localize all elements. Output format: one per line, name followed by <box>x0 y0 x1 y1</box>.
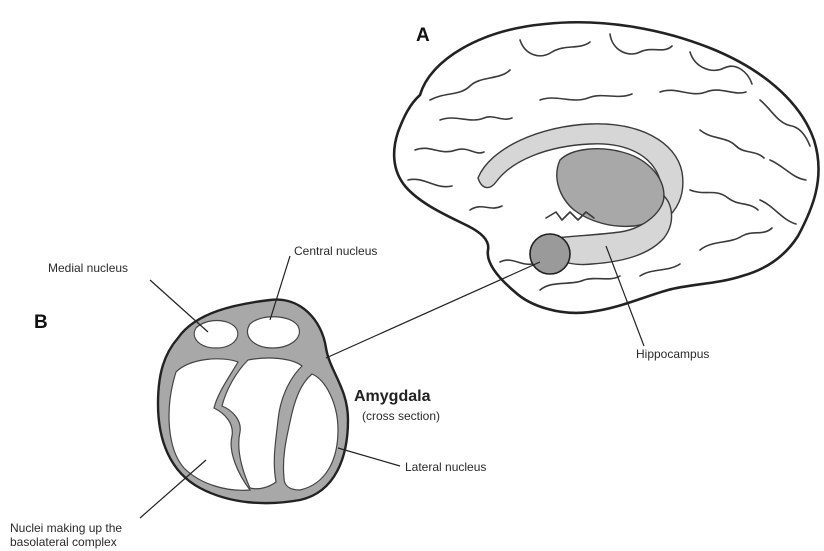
lateral-nucleus-label: Lateral nucleus <box>405 460 486 474</box>
connector-line <box>326 262 540 358</box>
medial-nucleus-label: Medial nucleus <box>48 261 128 275</box>
medial-nucleus-region <box>194 321 238 349</box>
medial-nucleus-leader <box>150 280 208 332</box>
lateral-nucleus-leader <box>338 448 400 466</box>
basolateral-label-line1: Nuclei making up the <box>10 521 122 535</box>
amygdala-location <box>530 234 570 274</box>
amygdala-subtitle: (cross section) <box>362 409 440 423</box>
hippocampus-label: Hippocampus <box>636 347 709 361</box>
amygdala-title: Amygdala <box>354 388 431 405</box>
panel-a-label: A <box>416 25 430 46</box>
central-nucleus-region <box>247 317 299 348</box>
basolateral-label-line2: basolateral complex <box>10 535 117 549</box>
central-nucleus-label: Central nucleus <box>294 244 377 258</box>
brain-medial-view <box>394 22 818 313</box>
amygdala-cross-section <box>158 300 348 504</box>
panel-b-label: B <box>34 312 48 333</box>
basolateral-leader <box>140 460 206 518</box>
